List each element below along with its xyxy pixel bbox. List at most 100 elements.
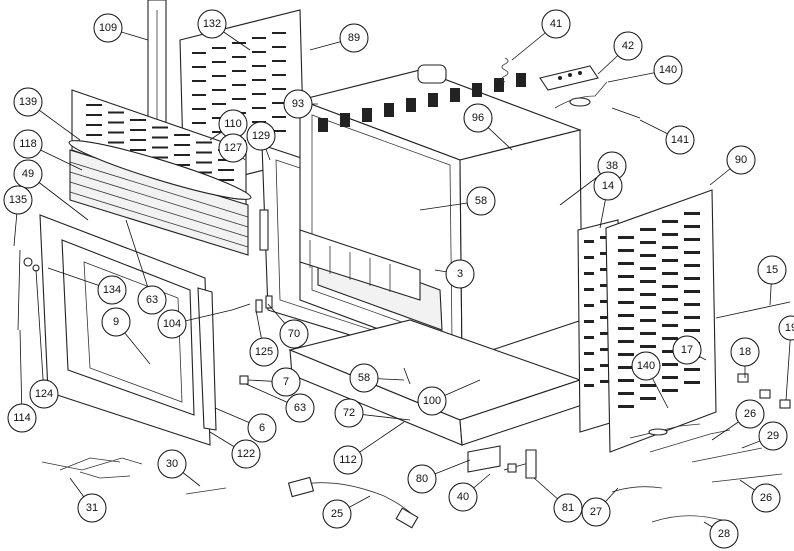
part-fitting-70 [265,295,273,309]
part-cable-26b [711,473,783,483]
vent-slot [516,73,526,87]
callout-circle [246,121,276,151]
vent-slot [662,298,678,301]
vent-slot [428,93,438,107]
callout-number: 127 [224,142,242,154]
callout-number: 96 [472,112,484,124]
vent-slot [252,107,266,109]
callout-41: 41 [541,9,571,39]
vent-slot [192,108,206,110]
callout-circle [466,186,496,216]
vent-slot [684,381,700,384]
callout-number: 125 [255,346,273,358]
callout-circle [249,337,279,367]
vent-slot [406,98,416,112]
vent-slot [618,314,634,317]
callout-31: 31 [77,493,107,523]
vent-slot [152,126,168,129]
callout-122: 122 [231,439,261,469]
vent-slot [272,130,286,132]
callout-29: 29 [758,421,788,451]
callout-number: 141 [671,134,689,146]
callout-circle [735,399,765,429]
vent-slot [212,47,226,49]
callout-circle [247,413,277,443]
vent-slot [174,144,190,146]
vent-slot [684,238,700,241]
callout-circle [93,13,123,43]
callout-9: 9 [101,307,131,337]
callout-number: 25 [331,508,343,520]
callout-number: 70 [288,328,300,340]
callout-circle [407,464,437,494]
vent-slot [584,272,594,275]
vent-slot [684,303,700,306]
callout-number: 72 [343,407,355,419]
callout-6: 6 [247,413,277,443]
vent-slot [86,124,102,126]
callout-number: 112 [339,454,357,466]
vent-slot [272,46,286,48]
vent-slot [196,151,212,154]
vent-slot [662,363,678,366]
vent-slot [212,131,226,133]
vent-slot [192,66,206,68]
callout-circle [334,398,364,428]
callout-number: 49 [22,168,34,180]
vent-slot [86,114,102,116]
callout-110: 110 [218,109,248,139]
vent-slot [640,306,656,309]
callout-3: 3 [445,259,475,289]
callout-circle [726,145,756,175]
part-rod-15 [715,301,791,319]
callout-80: 80 [407,464,437,494]
callout-circle [97,275,127,305]
vent-slot [640,280,656,283]
callout-number: 41 [550,18,562,30]
callout-number: 42 [622,40,634,52]
callout-number: 26 [760,492,772,504]
callout-circle [339,23,369,53]
part-rod-141 [611,107,641,119]
vent-slot [640,384,656,387]
callout-30: 30 [157,449,187,479]
vent-slot [662,350,678,353]
vent-slot [640,267,656,270]
vent-slot [252,65,266,67]
vent-slot [252,93,266,95]
callout-number: 17 [681,344,693,356]
callout-circle [581,497,611,527]
vent-slot [192,52,206,54]
vent-slot [130,139,146,141]
part-remote-42 [539,65,599,91]
callout-26: 26 [735,399,765,429]
vent-slot [618,288,634,291]
callout-40: 40 [448,482,478,512]
vent-slot [108,141,124,144]
callout-89: 89 [339,23,369,53]
callout-81: 81 [553,493,583,523]
vent-slot [684,277,700,280]
vent-slot [272,102,286,104]
callout-circle [553,493,583,523]
vent-slot [640,397,656,400]
callout-number: 26 [744,408,756,420]
callout-72: 72 [334,398,364,428]
vent-slot [684,316,700,319]
vent-slot [618,236,634,239]
callout-63: 63 [285,393,315,423]
callout-125: 125 [249,337,279,367]
callout-circle [653,55,683,85]
vent-slot [584,384,594,387]
vent-slot [584,352,594,355]
vent-slot [600,252,610,255]
callout-141: 141 [665,125,695,155]
vent-slot [600,300,610,303]
vent-slot [272,60,286,62]
callout-109: 109 [93,13,123,43]
callout-circle [709,519,739,549]
vent-slot [472,83,482,97]
callout-circle [613,31,643,61]
vent-slot [584,320,594,323]
callout-circle [137,285,167,315]
